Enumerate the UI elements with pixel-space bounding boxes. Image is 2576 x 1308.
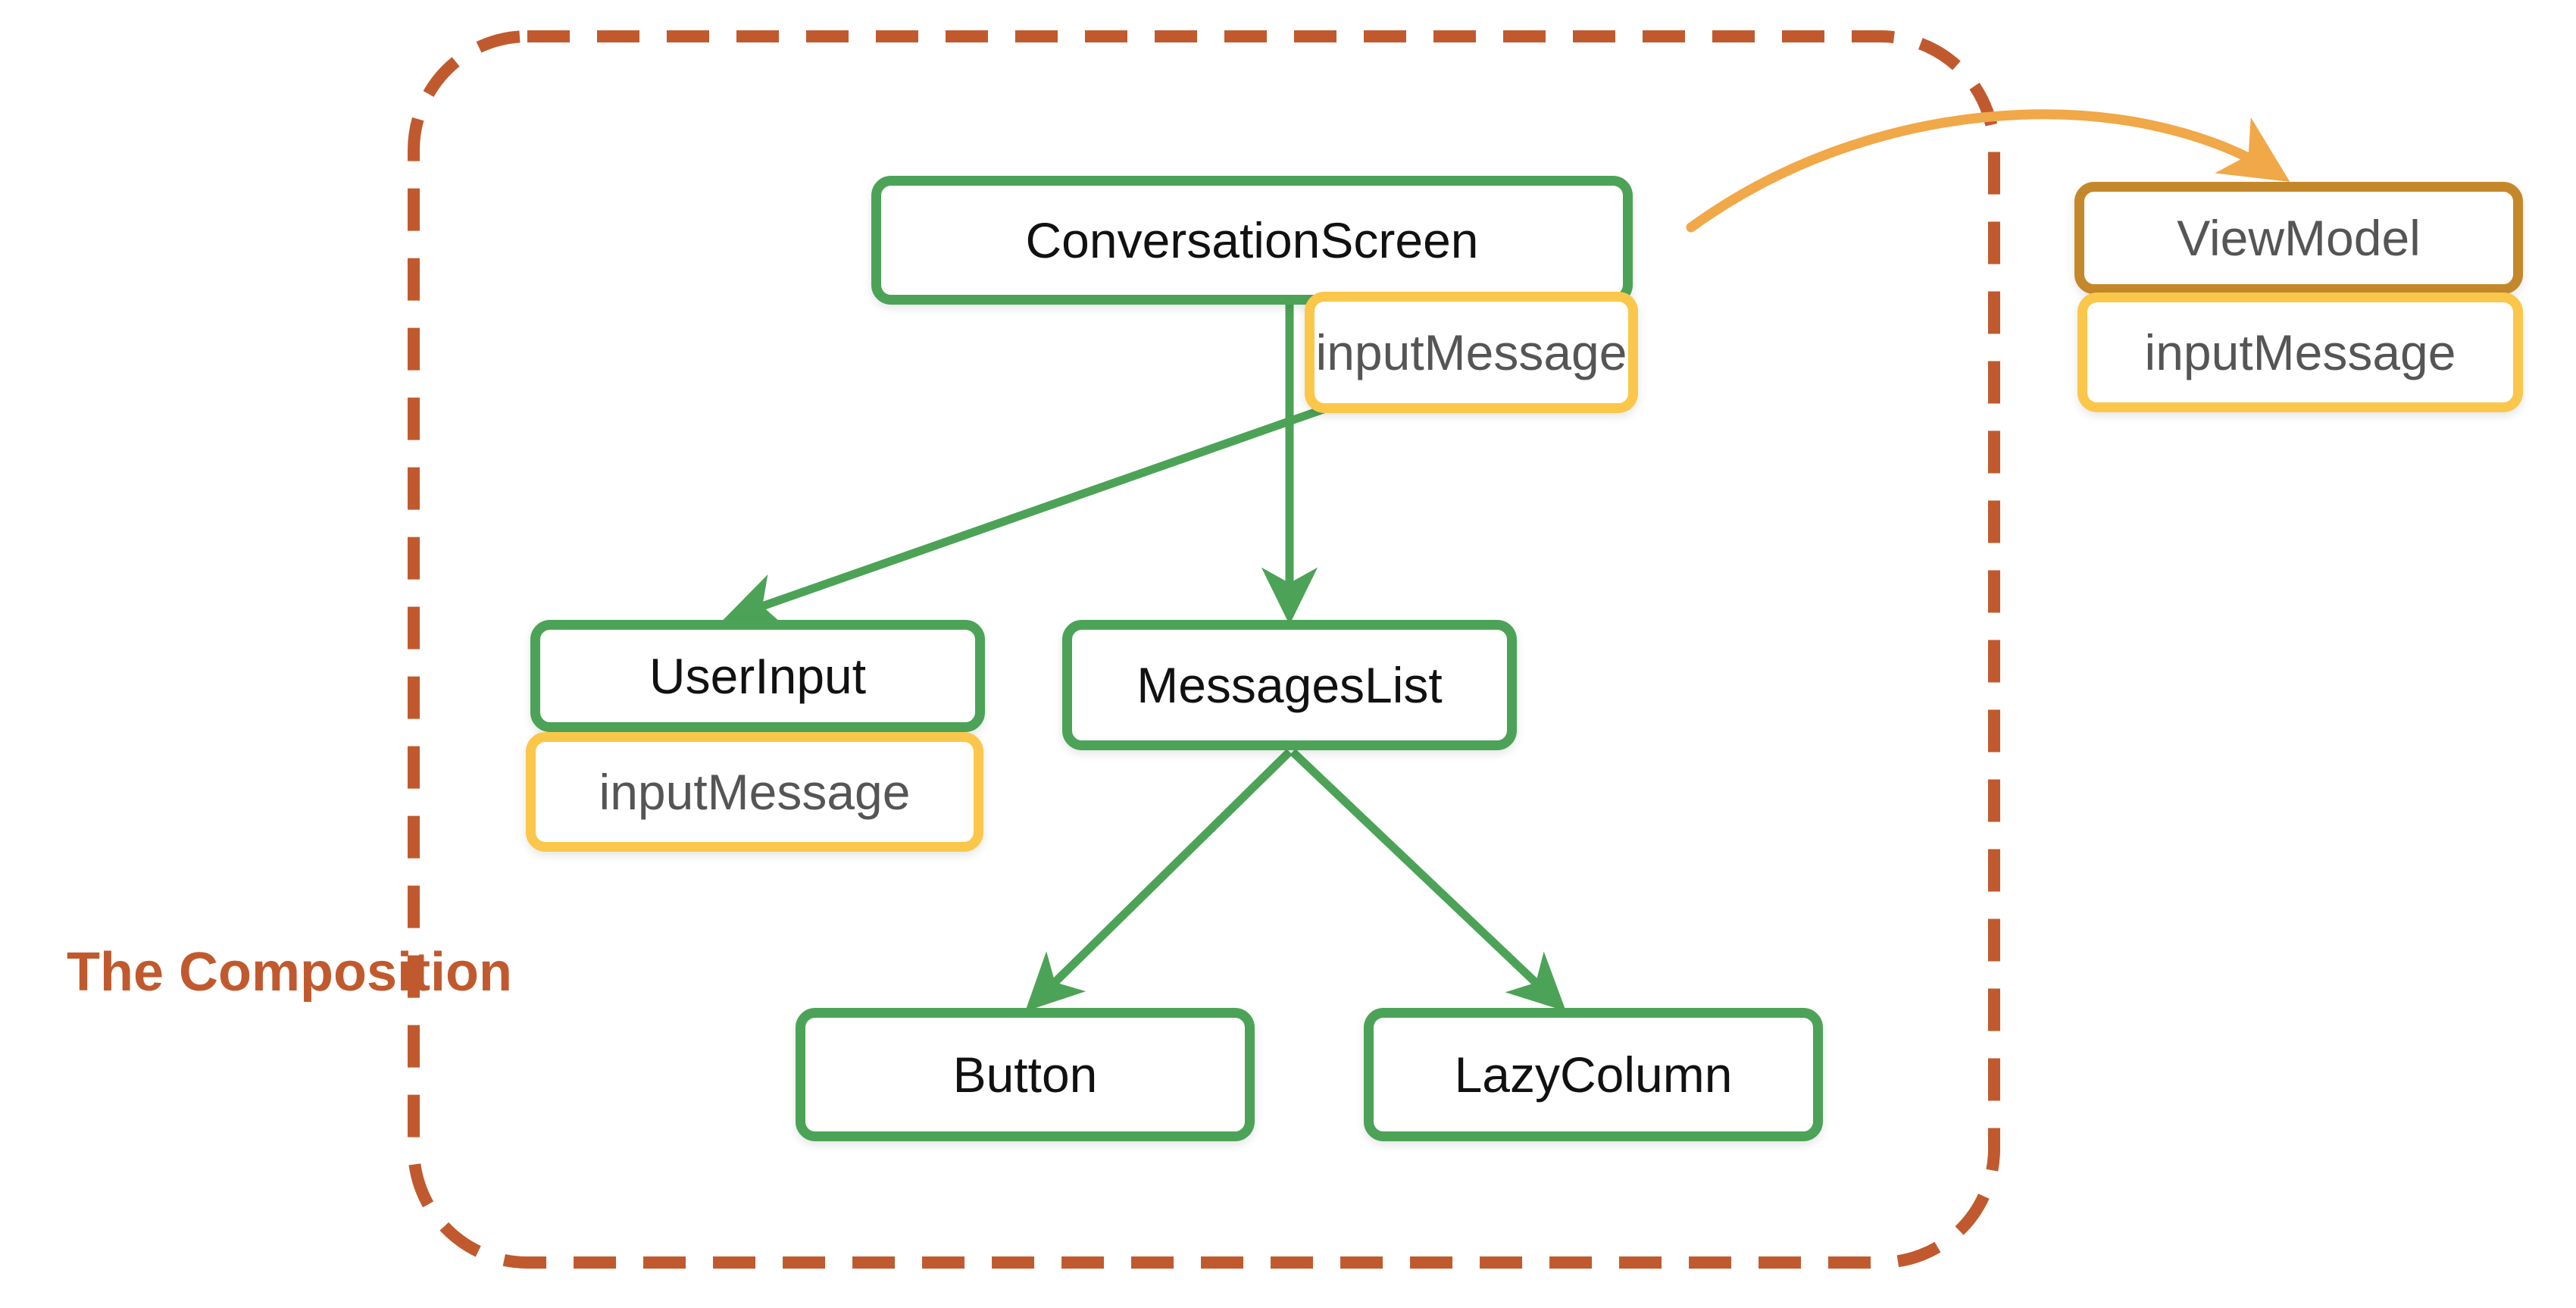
node-view-model-label: ViewModel: [2177, 210, 2421, 266]
state-user-input-inputmessage-label: inputMessage: [599, 764, 911, 820]
node-messages-list[interactable]: MessagesList: [1062, 620, 1517, 750]
state-user-input-inputmessage[interactable]: inputMessage: [526, 732, 983, 852]
node-lazy-column[interactable]: LazyColumn: [1364, 1008, 1823, 1141]
composition-scope-caption: The Composition: [67, 942, 512, 1003]
edge-messageslist-to-lazycolumn: [1290, 749, 1566, 1012]
node-button-label: Button: [952, 1047, 1098, 1103]
state-view-model-inputmessage[interactable]: inputMessage: [2077, 293, 2523, 412]
node-button[interactable]: Button: [796, 1008, 1255, 1141]
node-view-model[interactable]: ViewModel: [2074, 182, 2523, 294]
node-conversation-screen-label: ConversationScreen: [1025, 212, 1479, 268]
edge-messageslist-to-button: [1025, 749, 1293, 1012]
node-messages-list-label: MessagesList: [1136, 657, 1443, 713]
node-lazy-column-label: LazyColumn: [1454, 1047, 1733, 1103]
node-user-input[interactable]: UserInput: [530, 620, 985, 732]
state-conversation-screen-inputmessage-label: inputMessage: [1315, 324, 1627, 380]
state-view-model-inputmessage-label: inputMessage: [2144, 324, 2456, 380]
node-user-input-label: UserInput: [649, 648, 867, 704]
node-conversation-screen[interactable]: ConversationScreen: [871, 176, 1633, 305]
state-conversation-screen-inputmessage[interactable]: inputMessage: [1305, 292, 1638, 413]
